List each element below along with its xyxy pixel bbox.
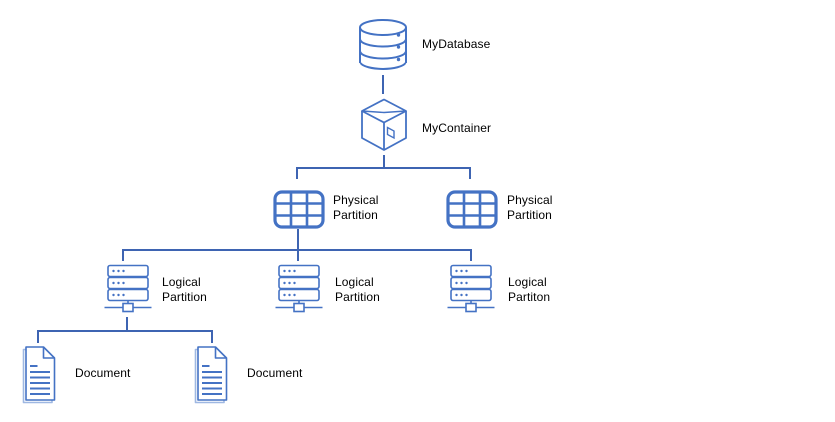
logical-partition-label: Logical Partition	[162, 275, 207, 304]
logical-partition-icon	[275, 264, 323, 313]
document-icon	[22, 346, 56, 404]
physical-partition-icon	[446, 190, 498, 229]
connector-container-physical	[296, 155, 471, 179]
physical-partition-label: Physical Partition	[507, 193, 553, 222]
document-icon	[194, 346, 228, 404]
document-label: Document	[75, 366, 131, 380]
logical-partition-icon	[447, 264, 495, 313]
container-icon	[361, 98, 407, 151]
logical-partition-label: Logical Partiton	[508, 275, 551, 304]
logical-partition-icon	[104, 264, 152, 313]
connector-physical-logical	[122, 229, 472, 261]
logical-partition-label: Logical Partition	[335, 275, 380, 304]
container-label: MyContainer	[422, 121, 492, 135]
database-label: MyDatabase	[422, 37, 491, 51]
physical-partition-label: Physical Partition	[333, 193, 379, 222]
connector-logical-documents	[37, 317, 213, 343]
physical-partition-icon	[273, 190, 325, 229]
document-label: Document	[247, 366, 303, 380]
database-icon	[359, 19, 407, 70]
